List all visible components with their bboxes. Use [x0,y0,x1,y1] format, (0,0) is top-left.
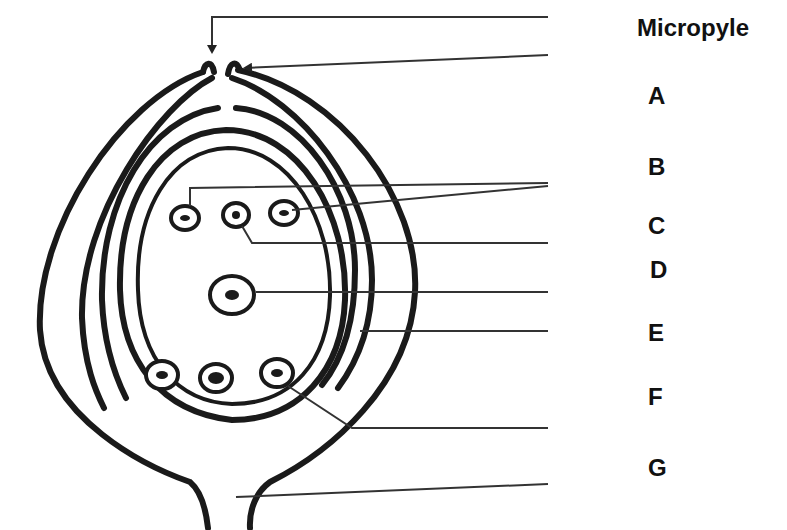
part-label: D [650,258,667,282]
part-label: A [648,84,665,108]
part-label: C [648,214,665,238]
part-label: F [648,385,663,409]
part-label: B [648,155,665,179]
part-label: E [648,321,664,345]
part-label: G [648,456,667,480]
part-label: Micropyle [637,16,749,40]
